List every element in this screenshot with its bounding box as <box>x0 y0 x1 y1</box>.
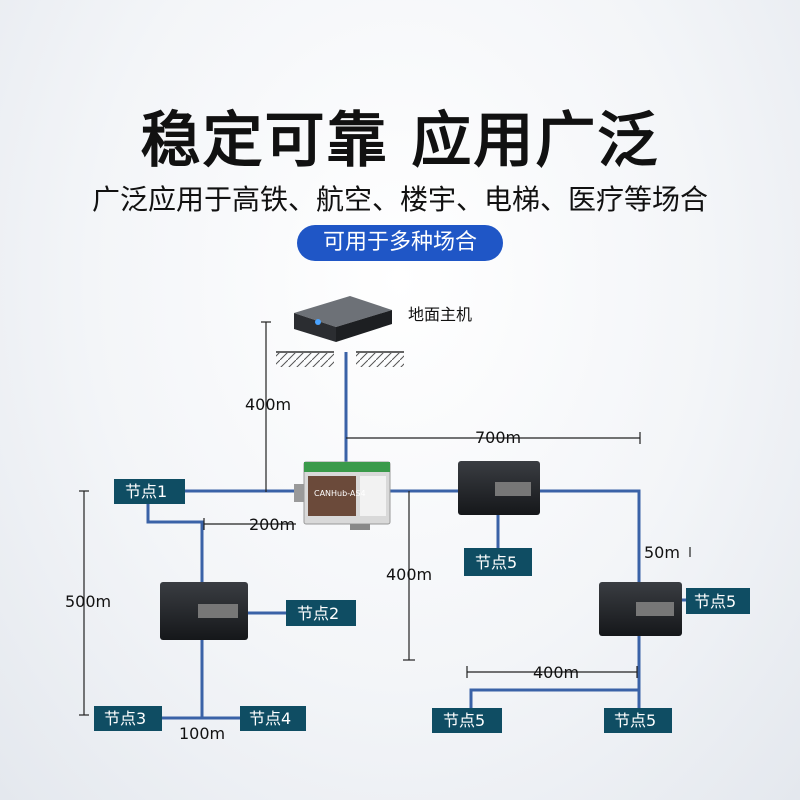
node-5-bottom-right: 节点5 <box>604 708 672 733</box>
page-title: 稳定可靠 应用广泛 <box>140 106 660 176</box>
node-2: 节点2 <box>286 600 356 626</box>
dist-label-400m-left: 400m <box>245 395 291 414</box>
device-model-label: CANHub-AS4 <box>314 489 366 498</box>
dist-label-50m: 50m <box>644 543 680 562</box>
switch-box-left <box>160 582 248 640</box>
dist-label-400m-bottom: 400m <box>533 663 579 682</box>
node-3: 节点3 <box>94 706 162 731</box>
node-3-label: 节点3 <box>104 709 146 728</box>
dist-label-400m-mid: 400m <box>386 565 432 584</box>
node-2-label: 节点2 <box>297 604 339 623</box>
dist-label-100m: 100m <box>179 724 225 743</box>
switch-box-right <box>599 582 682 636</box>
switch-box-top <box>458 461 540 515</box>
dist-label-200m: 200m <box>249 515 295 534</box>
dist-label-500m: 500m <box>65 592 111 611</box>
node-4: 节点4 <box>240 706 306 731</box>
node-5-bottom-left-label: 节点5 <box>443 711 485 730</box>
ground-host-computer <box>294 296 392 342</box>
page-subtitle: 广泛应用于高铁、航空、楼宇、电梯、医疗等场合 <box>91 183 708 216</box>
node-5-bottom-left: 节点5 <box>432 708 502 733</box>
dist-label-700m: 700m <box>475 428 521 447</box>
node-5-right: 节点5 <box>686 588 750 614</box>
node-4-label: 节点4 <box>249 709 291 728</box>
ground-symbol <box>276 351 404 367</box>
node-5-top-label: 节点5 <box>475 553 517 572</box>
scenario-badge: 可用于多种场合 <box>297 225 503 261</box>
node-5-bottom-right-label: 节点5 <box>614 711 656 730</box>
node-1: 节点1 <box>114 479 185 504</box>
cable-lines <box>146 352 690 720</box>
node-5-top: 节点5 <box>464 548 532 576</box>
node-5-right-label: 节点5 <box>694 592 736 611</box>
node-1-label: 节点1 <box>125 482 167 501</box>
dimension-lines <box>79 321 691 716</box>
host-label: 地面主机 <box>408 305 472 324</box>
canhub-device <box>294 461 391 530</box>
